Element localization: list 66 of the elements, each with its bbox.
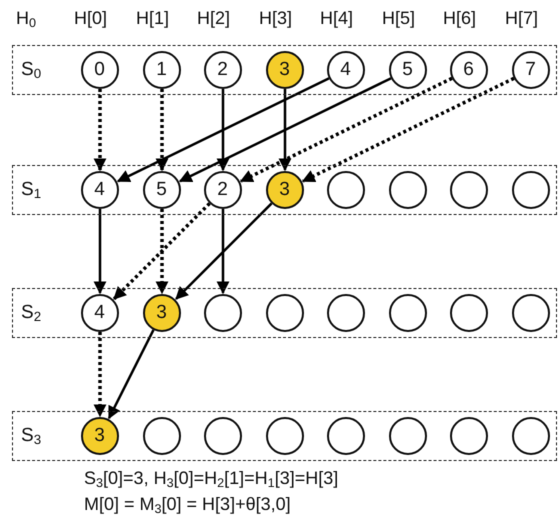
column-header: H[0] <box>74 8 108 29</box>
dashed-band <box>12 165 557 215</box>
state-circle: 5 <box>388 50 426 88</box>
arrow <box>175 202 272 300</box>
empty-circle <box>204 416 242 454</box>
empty-circle <box>512 170 550 208</box>
dotted-arrow <box>94 89 106 172</box>
state-circle: 2 <box>204 50 242 88</box>
formula-text: M[0] = M$_{3}$[0] = H[3]+θ[3,0] <box>84 494 291 516</box>
dotted-arrow <box>240 76 453 183</box>
dashed-band <box>12 45 557 95</box>
state-circle: 4 <box>80 294 118 332</box>
empty-circle <box>388 416 426 454</box>
dotted-arrow <box>112 202 211 300</box>
state-circle: 2 <box>204 170 242 208</box>
dashed-band <box>12 411 557 461</box>
empty-circle <box>266 416 304 454</box>
row-label: S$_{2}$ <box>21 302 42 324</box>
state-circle: 5 <box>142 170 180 208</box>
dotted-arrow <box>94 332 106 418</box>
row-label: S$_{3}$ <box>21 424 42 448</box>
state-circle: 3 <box>266 170 304 208</box>
column-header: H[5] <box>382 8 416 29</box>
dashed-band <box>12 288 557 338</box>
empty-circle <box>450 294 488 332</box>
empty-circle <box>204 294 242 332</box>
arrow <box>116 77 330 182</box>
empty-circle <box>512 294 550 332</box>
empty-circle <box>388 294 426 332</box>
state-circle: 3 <box>266 50 304 88</box>
dotted-arrow <box>302 76 515 183</box>
empty-circle <box>388 170 426 208</box>
empty-circle <box>450 416 488 454</box>
arrow <box>216 209 230 294</box>
column-header: H[4] <box>320 8 354 29</box>
state-circle: 4 <box>80 170 118 208</box>
dotted-arrow <box>156 209 168 294</box>
state-circle: 0 <box>80 50 118 88</box>
state-circle: 3 <box>142 294 180 332</box>
state-circle: 6 <box>450 50 488 88</box>
state-circle: 7 <box>512 50 550 88</box>
state-circle: 4 <box>326 50 364 88</box>
empty-circle <box>512 416 550 454</box>
empty-circle <box>142 416 180 454</box>
formula-text: S$_{3}$[0]=3, H$_{3}$[0]=H$_{2}$[1]=H$_{1}$[3]=H[3] <box>84 468 338 490</box>
arrow <box>278 89 292 172</box>
column-header: H$_{0}$ <box>16 8 36 30</box>
empty-circle <box>266 294 304 332</box>
column-header: H[1] <box>136 8 170 29</box>
row-label: S$_{0}$ <box>21 58 42 82</box>
state-circle: 3 <box>80 416 118 454</box>
state-circle: 1 <box>142 50 180 88</box>
dotted-arrow <box>156 89 168 172</box>
column-header: H[3] <box>259 8 292 29</box>
row-label: S$_{1}$ <box>21 178 42 202</box>
arrow <box>178 77 392 182</box>
column-header: H[6] <box>443 8 476 29</box>
column-header: H[2] <box>197 8 230 29</box>
arrow <box>216 89 230 172</box>
arrow <box>108 329 155 420</box>
empty-circle <box>326 170 364 208</box>
arrow <box>94 209 106 294</box>
column-header: H[7] <box>505 8 538 29</box>
empty-circle <box>450 170 488 208</box>
empty-circle <box>326 294 364 332</box>
empty-circle <box>326 416 364 454</box>
